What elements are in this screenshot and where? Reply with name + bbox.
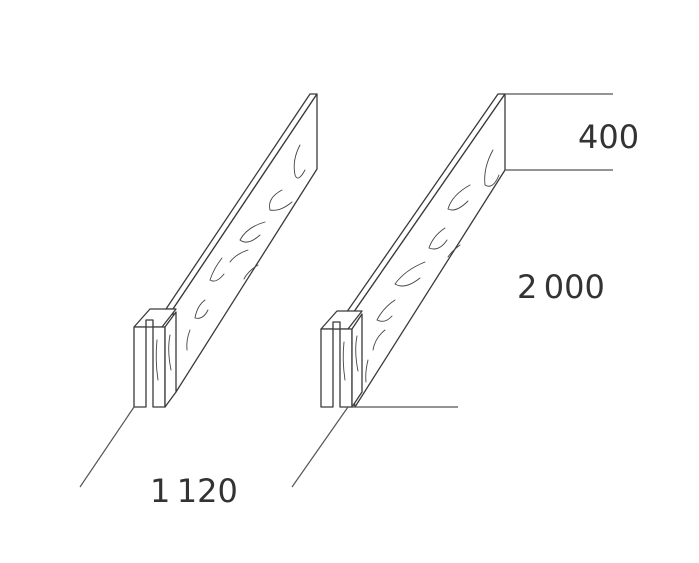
left-panel-grain xyxy=(186,144,306,351)
right-panel xyxy=(320,93,506,408)
depth-dim-line-left xyxy=(79,406,135,488)
depth-dim-line-right xyxy=(291,406,349,488)
right-panel-face xyxy=(341,93,506,408)
right-panel-end-top xyxy=(320,310,363,330)
depth-dimension-label: 1 120 xyxy=(150,472,238,510)
right-panel-end-side xyxy=(351,313,363,408)
right-panel-end-block-b xyxy=(339,328,353,408)
height-dimension-label: 400 xyxy=(578,118,639,156)
left-panel-face xyxy=(172,93,318,393)
left-panel-end-block-a xyxy=(133,326,147,408)
left-panel-end-side xyxy=(164,311,177,408)
left-panel-end-slot xyxy=(145,319,154,328)
left-panel xyxy=(133,93,318,408)
right-panel-end-block-a xyxy=(320,328,334,408)
left-panel-end-block-b xyxy=(152,326,166,408)
length-dimension-label: 2 000 xyxy=(517,268,605,306)
right-panel-grain xyxy=(365,149,500,383)
right-panel-end-slot xyxy=(332,321,341,330)
